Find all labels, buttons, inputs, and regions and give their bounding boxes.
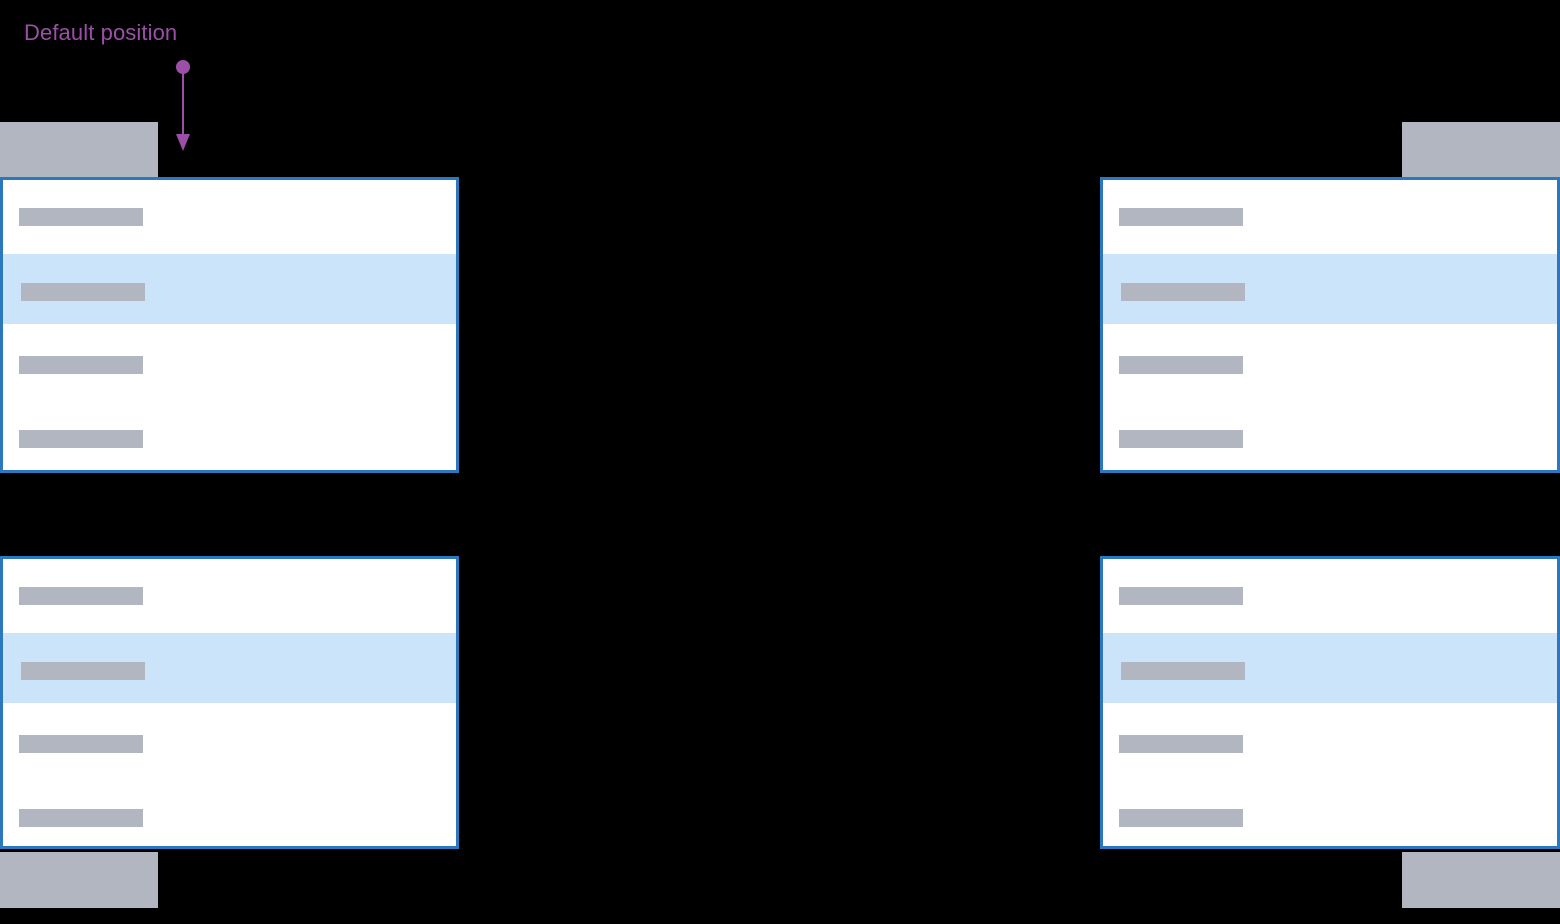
anchor-block-top-left[interactable] [0, 122, 158, 177]
placeholder-bar [19, 809, 143, 827]
list-item-selected[interactable] [3, 254, 456, 324]
anchor-block-top-right[interactable] [1402, 122, 1560, 177]
placeholder-bar [1119, 430, 1243, 448]
placeholder-bar [19, 430, 143, 448]
placeholder-bar [19, 735, 143, 753]
flyout-panel-bottom-right[interactable] [1100, 556, 1560, 849]
list-item-selected[interactable] [3, 633, 456, 703]
placeholder-bar [19, 587, 143, 605]
list-item[interactable] [1103, 777, 1557, 846]
list-item[interactable] [1103, 180, 1557, 254]
list-item[interactable] [3, 398, 456, 470]
placeholder-bar [1119, 735, 1243, 753]
placeholder-bar [1119, 208, 1243, 226]
placeholder-bar [21, 662, 145, 680]
flyout-panel-top-left[interactable] [0, 177, 459, 473]
list-item[interactable] [3, 777, 456, 846]
list-item[interactable] [3, 180, 456, 254]
placeholder-bar [21, 283, 145, 301]
anchor-block-bottom-left[interactable] [0, 852, 158, 908]
list-item[interactable] [3, 559, 456, 633]
placeholder-bar [19, 208, 143, 226]
list-item-selected[interactable] [1103, 254, 1557, 324]
placeholder-bar [19, 356, 143, 374]
list-item-selected[interactable] [1103, 633, 1557, 703]
list-item[interactable] [3, 324, 456, 398]
placeholder-bar [1119, 809, 1243, 827]
placeholder-bar [1121, 662, 1245, 680]
list-item[interactable] [1103, 324, 1557, 398]
list-item[interactable] [1103, 398, 1557, 470]
list-item[interactable] [1103, 703, 1557, 777]
flyout-panel-top-right[interactable] [1100, 177, 1560, 473]
placeholder-bar [1119, 356, 1243, 374]
anchor-block-bottom-right[interactable] [1402, 852, 1560, 908]
list-item[interactable] [3, 703, 456, 777]
flyout-panel-bottom-left[interactable] [0, 556, 459, 849]
list-item[interactable] [1103, 559, 1557, 633]
default-position-label: Default position [24, 20, 178, 45]
default-position-arrow-icon [166, 56, 204, 154]
placeholder-bar [1121, 283, 1245, 301]
placeholder-bar [1119, 587, 1243, 605]
